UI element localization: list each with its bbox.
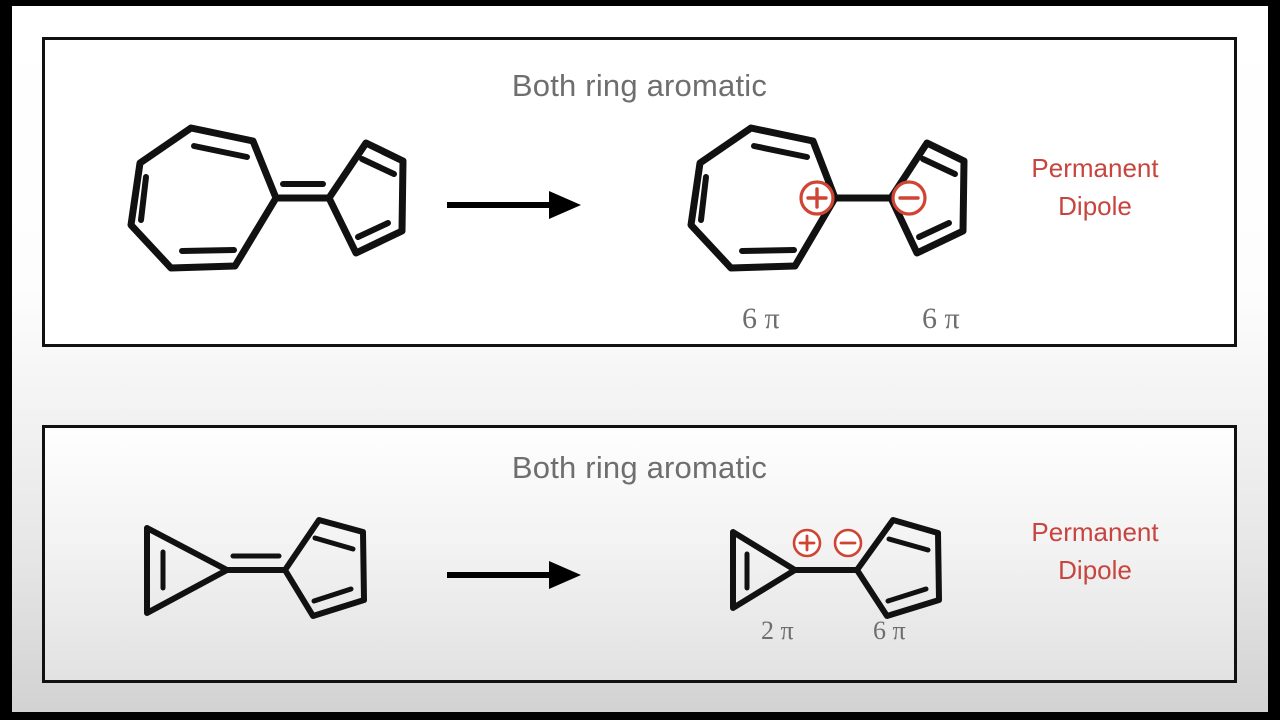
minus-charge-icon (891, 180, 927, 216)
top-right-pi-label: 6 π (922, 302, 960, 335)
top-dipole-line1: Permanent (1031, 153, 1159, 183)
panel-bottom-reaction: Both ring aromatic (42, 425, 1237, 683)
double-bond-inner-bottom (179, 247, 237, 254)
letterbox-right (1268, 0, 1280, 720)
plus-charge-icon (799, 180, 835, 216)
bottom-product-svg (730, 517, 942, 619)
cyclopentadiene-ring (325, 139, 407, 257)
bottom-arrow-svg (447, 561, 581, 589)
slide-canvas: Both ring aromatic (12, 6, 1268, 712)
cyclopropene-ring (144, 525, 230, 616)
exocyclic-double-bond (272, 181, 333, 202)
top-permanent-dipole-label: Permanent Dipole (980, 150, 1210, 225)
bottom-reactant-structure (123, 508, 383, 628)
panel-top-heading-text: Both ring aromatic (511, 68, 768, 103)
cyclopentadienyl-anion-ring (854, 517, 942, 619)
bottom-dipole-line1: Permanent (1031, 517, 1159, 547)
bottom-product-structure (717, 508, 977, 633)
bottom-reaction-arrow (445, 555, 585, 595)
cyclopentadienyl-anion-ring (887, 139, 968, 257)
top-dipole-line2: Dipole (1058, 190, 1132, 221)
top-product-svg (687, 124, 968, 272)
bottom-dipole-line2: Dipole (1058, 554, 1132, 585)
letterbox-bottom (0, 712, 1280, 720)
double-bond-inner-left (138, 174, 149, 223)
bottom-reactant-svg (144, 517, 367, 619)
panel-top-heading: Both ring aromatic (45, 68, 1234, 104)
top-arrow-svg (447, 191, 581, 219)
plus-charge-icon (792, 528, 822, 558)
letterbox-left (0, 0, 12, 720)
cycloheptatriene-ring (127, 124, 280, 272)
panel-bottom-heading: Both ring aromatic (45, 450, 1234, 486)
letterbox-top (0, 0, 1280, 6)
cyclopentadiene-ring (282, 517, 367, 619)
panel-bottom-heading-text: Both ring aromatic (511, 450, 768, 485)
exocyclic-double-bond (224, 553, 288, 573)
double-bond-inner-upper (359, 156, 397, 177)
top-left-pi-label: 6 π (742, 302, 780, 335)
minus-charge-icon (833, 528, 863, 558)
double-bond-inner-lower (355, 220, 391, 240)
bottom-permanent-dipole-label: Permanent Dipole (980, 514, 1210, 589)
panel-top-reaction: Both ring aromatic (42, 37, 1237, 347)
bottom-left-pi-label: 2 π (761, 616, 794, 645)
top-product-structure (653, 110, 973, 285)
bottom-right-pi-label: 6 π (873, 616, 906, 645)
double-bond-inner-top (191, 143, 250, 160)
tropylium-cation-ring (687, 124, 839, 272)
cyclopropenyl-cation-ring (730, 529, 798, 611)
top-reactant-structure (83, 110, 413, 285)
top-reactant-svg (127, 124, 407, 272)
top-reaction-arrow (445, 185, 585, 225)
